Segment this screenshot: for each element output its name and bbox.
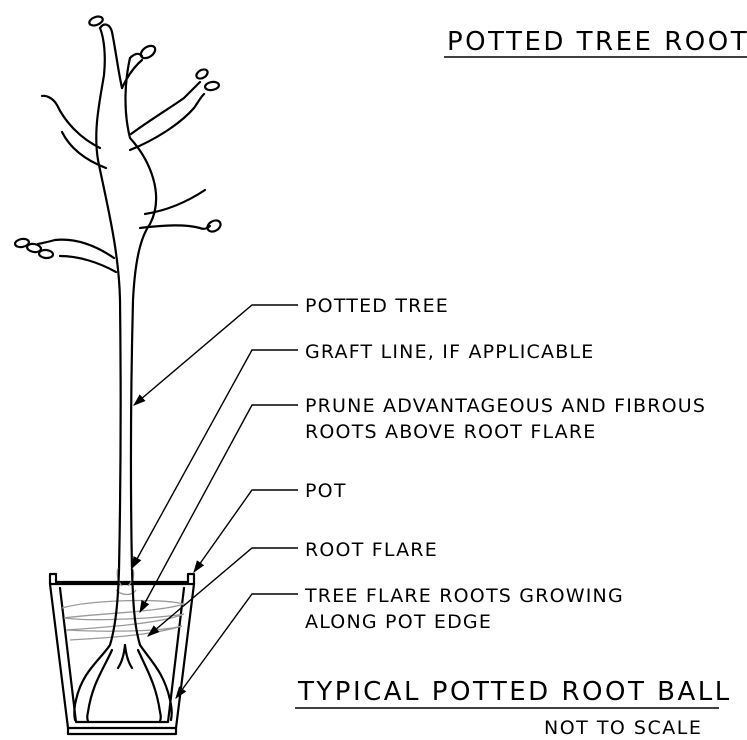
callout-potted-tree: POTTED TREE — [305, 295, 449, 317]
scale-note: NOT TO SCALE — [544, 717, 702, 739]
callout-root-flare: ROOT FLARE — [305, 539, 438, 561]
callout-prune-roots-line1: PRUNE ADVANTAGEOUS AND FIBROUS — [305, 395, 706, 417]
callout-prune-roots-line2: ROOTS ABOVE ROOT FLARE — [305, 421, 597, 443]
root-center — [118, 645, 132, 668]
root-flare-right — [132, 570, 172, 720]
bud — [204, 81, 219, 91]
leader-lines — [132, 305, 298, 698]
pot-illustration — [50, 568, 194, 734]
branch-right-middle — [140, 225, 210, 228]
branch-left-upper — [42, 96, 100, 148]
callout-labels: POTTED TREE GRAFT LINE, IF APPLICABLE PR… — [304, 295, 706, 633]
tree-illustration — [14, 15, 222, 570]
branch-left-lower-inner — [60, 256, 116, 272]
pot-rim — [50, 574, 194, 584]
branch-left-lower — [38, 240, 114, 258]
branch-right-upper-under — [130, 94, 204, 150]
leader-flare-roots — [176, 594, 298, 698]
fibrous-roots — [62, 568, 184, 640]
leader-graft-line — [132, 350, 298, 568]
callout-flare-roots-line1: TREE FLARE ROOTS GROWING — [304, 585, 624, 607]
root-inner-right — [138, 650, 161, 721]
leader-potted-tree — [134, 305, 298, 405]
bud — [139, 43, 158, 60]
bud — [205, 218, 222, 234]
branch-right-upper — [131, 82, 200, 134]
trunk-left-edge — [96, 28, 120, 570]
bud — [195, 68, 209, 81]
root-flare-left — [74, 570, 119, 720]
trunk-right-edge — [125, 58, 156, 570]
leader-root-flare — [148, 548, 298, 636]
callout-pot: POT — [305, 480, 347, 502]
callout-flare-roots-line2: ALONG POT EDGE — [305, 611, 492, 633]
leader-pot — [194, 490, 298, 572]
drawing-title: POTTED TREE ROOT — [447, 27, 747, 57]
callout-graft-line: GRAFT LINE, IF APPLICABLE — [305, 341, 594, 363]
bud — [39, 249, 54, 258]
main-caption: TYPICAL POTTED ROOT BALL — [297, 677, 732, 707]
root-inner-left — [87, 650, 112, 721]
branch-top-right — [122, 54, 142, 88]
